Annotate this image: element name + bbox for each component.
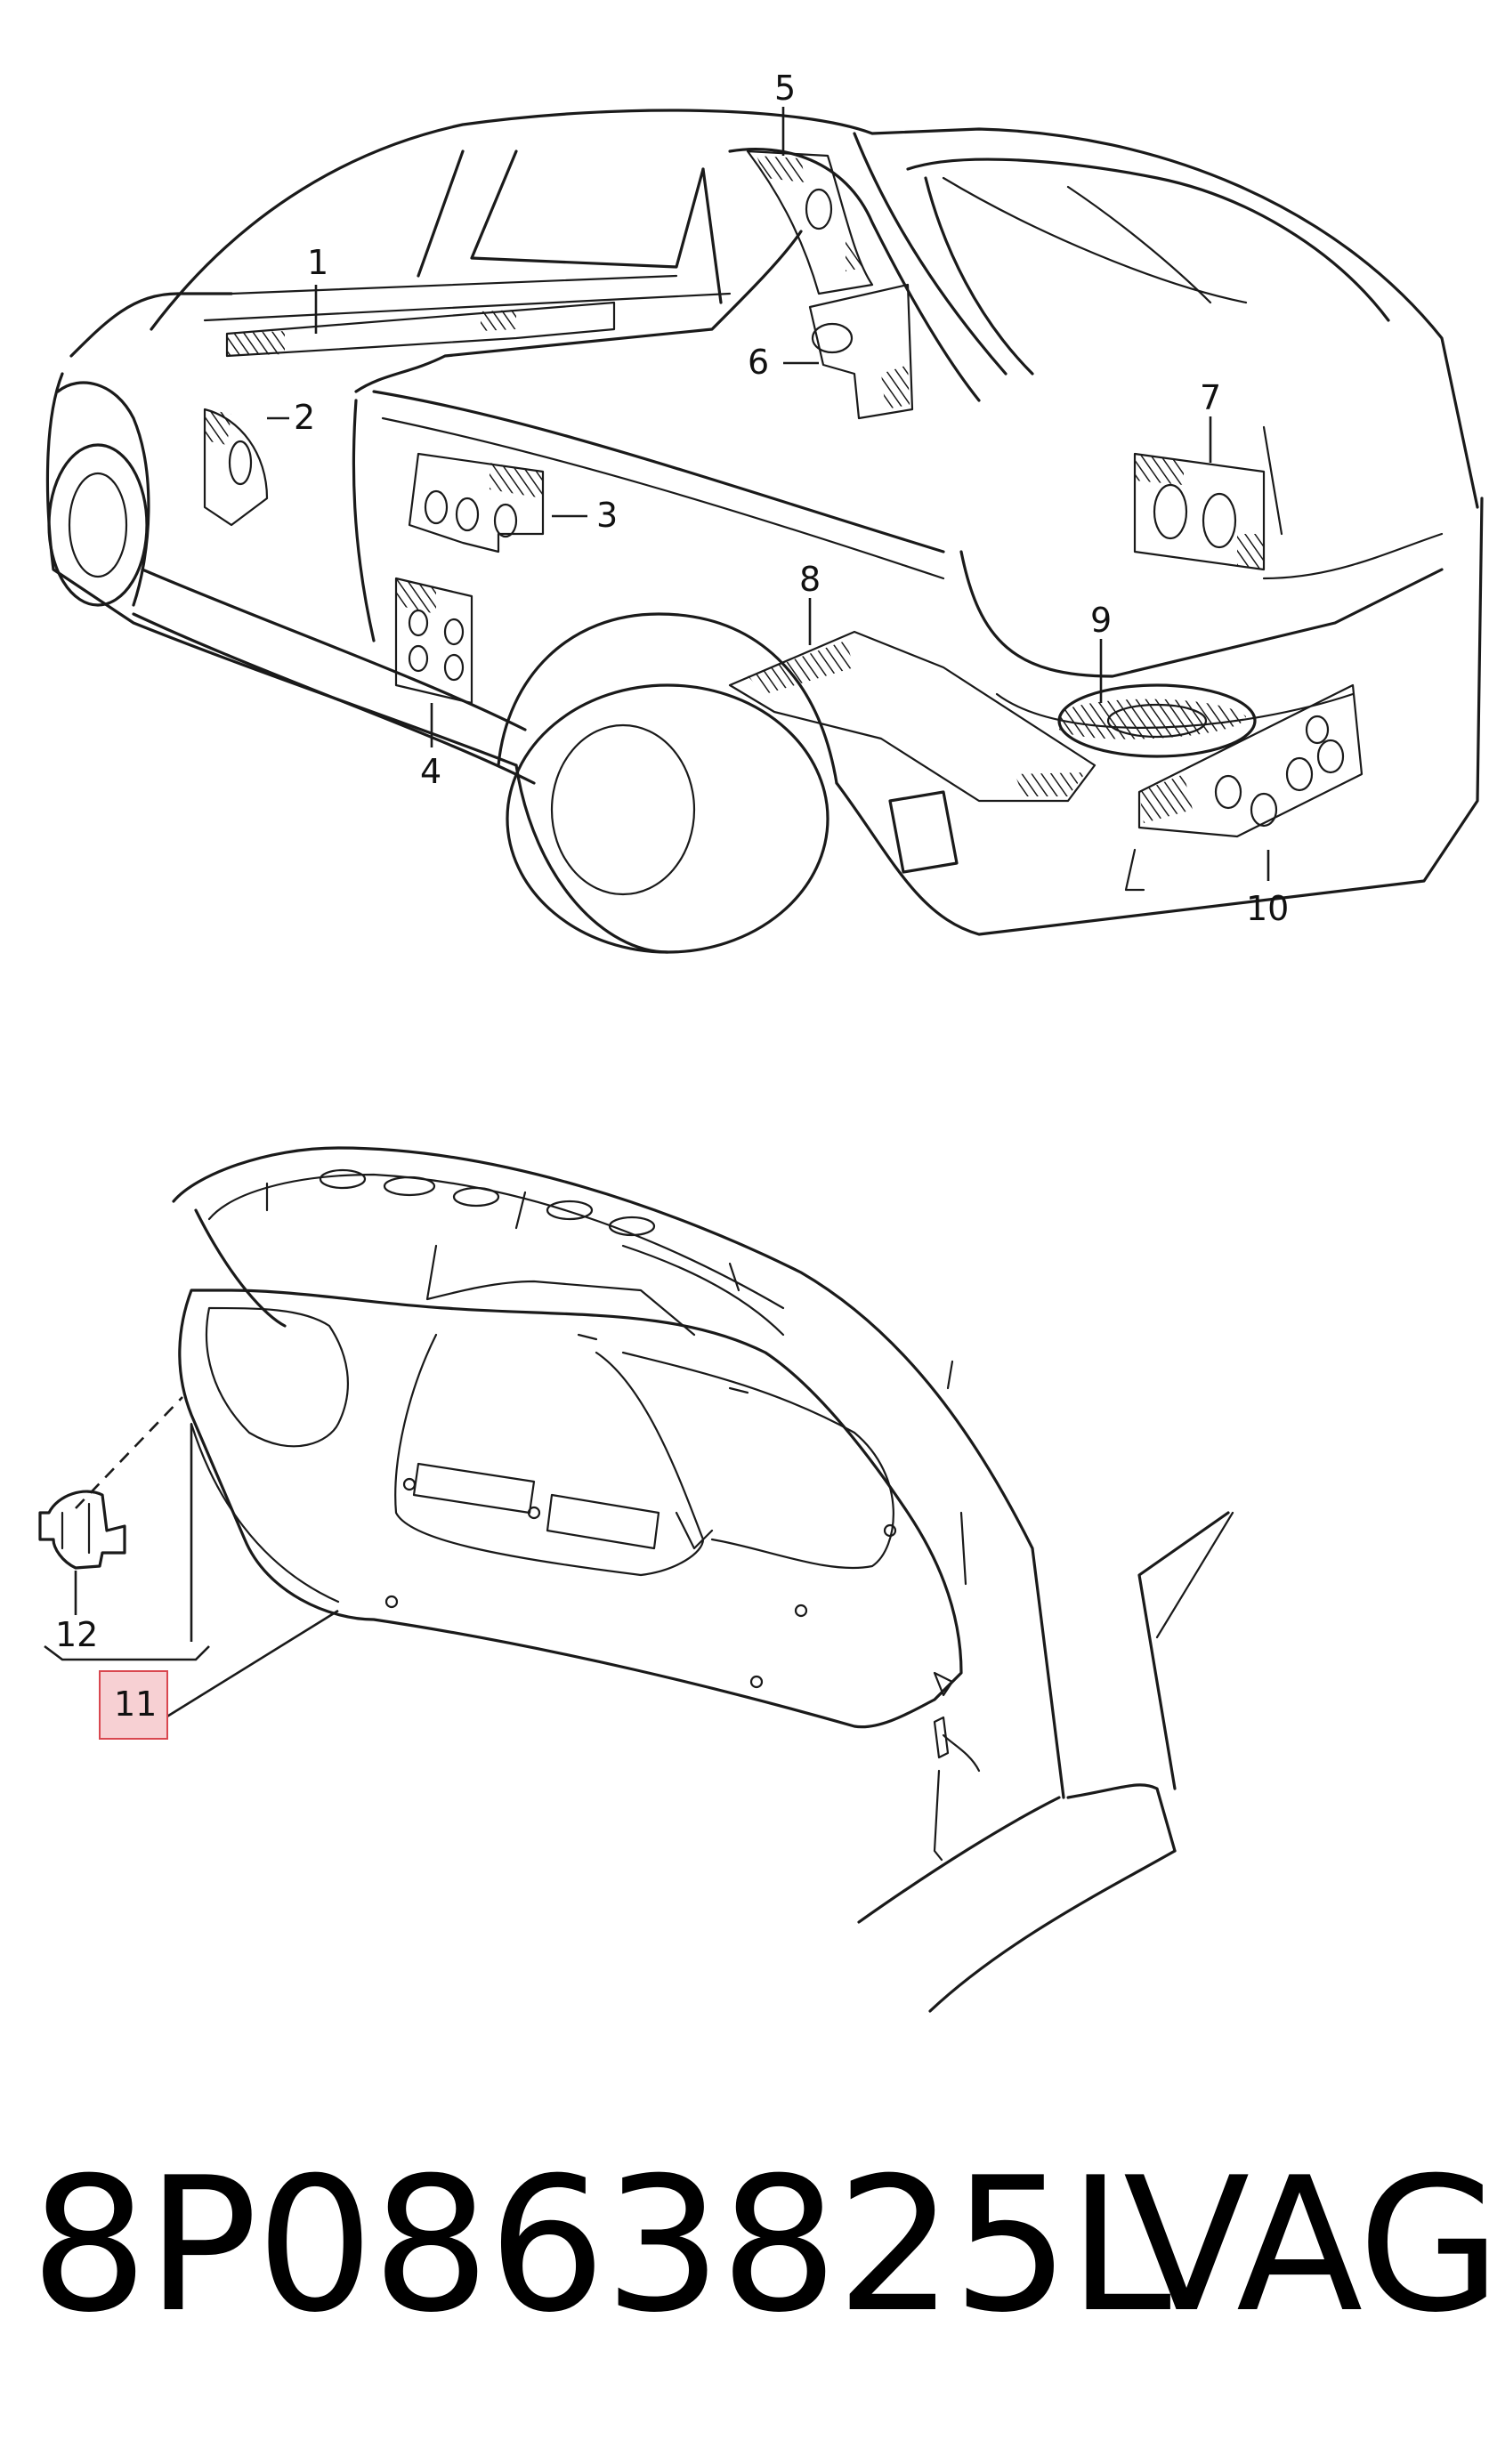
callout-7: 7 [1200,378,1221,417]
callout-6: 6 [748,343,769,382]
callout-11: 11 [114,1684,157,1724]
callout-leaders-upper [267,107,1270,881]
tailgate-illustration [172,1146,1234,2013]
callout-8: 8 [799,560,821,599]
callout-1: 1 [307,243,328,282]
callout-10: 10 [1246,889,1289,928]
callout-12: 12 [55,1615,98,1654]
callout-5: 5 [774,69,796,108]
callout-2: 2 [294,398,315,437]
clip-illustration [38,1396,339,1724]
callout-3: 3 [596,496,618,535]
car-body-illustration [45,109,1484,954]
brand-name: VAG [1123,2138,1489,2354]
insulation-parts [203,149,1364,892]
callout-4: 4 [420,752,441,791]
callout-11-highlight[interactable] [99,1670,168,1740]
callout-9: 9 [1090,601,1112,640]
callout-labels: 1 2 3 4 5 6 7 8 9 10 12 11 [55,69,1289,1740]
part-number: 8P0863825L [30,2138,1171,2354]
